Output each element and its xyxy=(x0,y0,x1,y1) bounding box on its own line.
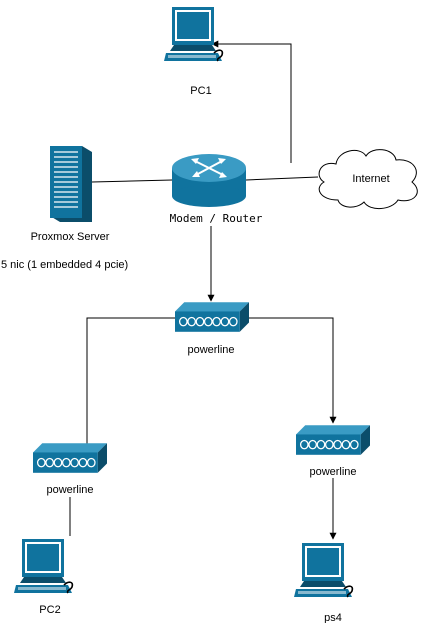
pc1-label: PC1 xyxy=(190,85,211,97)
computer-icon xyxy=(164,6,224,62)
powerline-icon xyxy=(296,425,370,455)
powerline-right-label: powerline xyxy=(309,466,356,478)
node-proxmox: Proxmox Server 5 nic (1 embedded 4 pcie) xyxy=(1,146,128,271)
edge-powerline-main-left xyxy=(83,317,175,471)
router-icon xyxy=(172,154,246,207)
node-ps4: ps4 xyxy=(294,542,354,624)
computer-icon xyxy=(14,538,74,594)
node-internet: Internet xyxy=(318,149,418,209)
node-powerline-main: powerline xyxy=(175,302,249,356)
node-pc1: PC1 xyxy=(164,6,224,97)
cloud-icon xyxy=(318,149,418,209)
node-powerline-left: powerline xyxy=(33,443,107,496)
edge-router-internet xyxy=(245,176,319,181)
router-label: Modem / Router xyxy=(170,212,263,225)
powerline-main-label: powerline xyxy=(187,344,234,356)
ps4-label: ps4 xyxy=(324,612,342,623)
server-icon xyxy=(50,146,92,222)
edge-router-pc1 xyxy=(211,40,292,163)
computer-icon xyxy=(294,542,354,598)
node-pc2: PC2 xyxy=(14,538,74,616)
proxmox-label: Proxmox Server xyxy=(31,231,110,243)
powerline-icon xyxy=(33,443,107,473)
edges xyxy=(69,40,337,540)
edge-proxmox-router xyxy=(91,179,173,183)
pc2-label: PC2 xyxy=(39,604,60,616)
powerline-icon xyxy=(175,302,249,332)
powerline-left-label: powerline xyxy=(46,484,93,496)
edge-powerline-main-right xyxy=(249,317,337,424)
internet-label: Internet xyxy=(352,173,389,185)
node-powerline-right: powerline xyxy=(296,425,370,478)
proxmox-note: 5 nic (1 embedded 4 pcie) xyxy=(1,259,128,271)
node-router: Modem / Router xyxy=(170,154,263,225)
